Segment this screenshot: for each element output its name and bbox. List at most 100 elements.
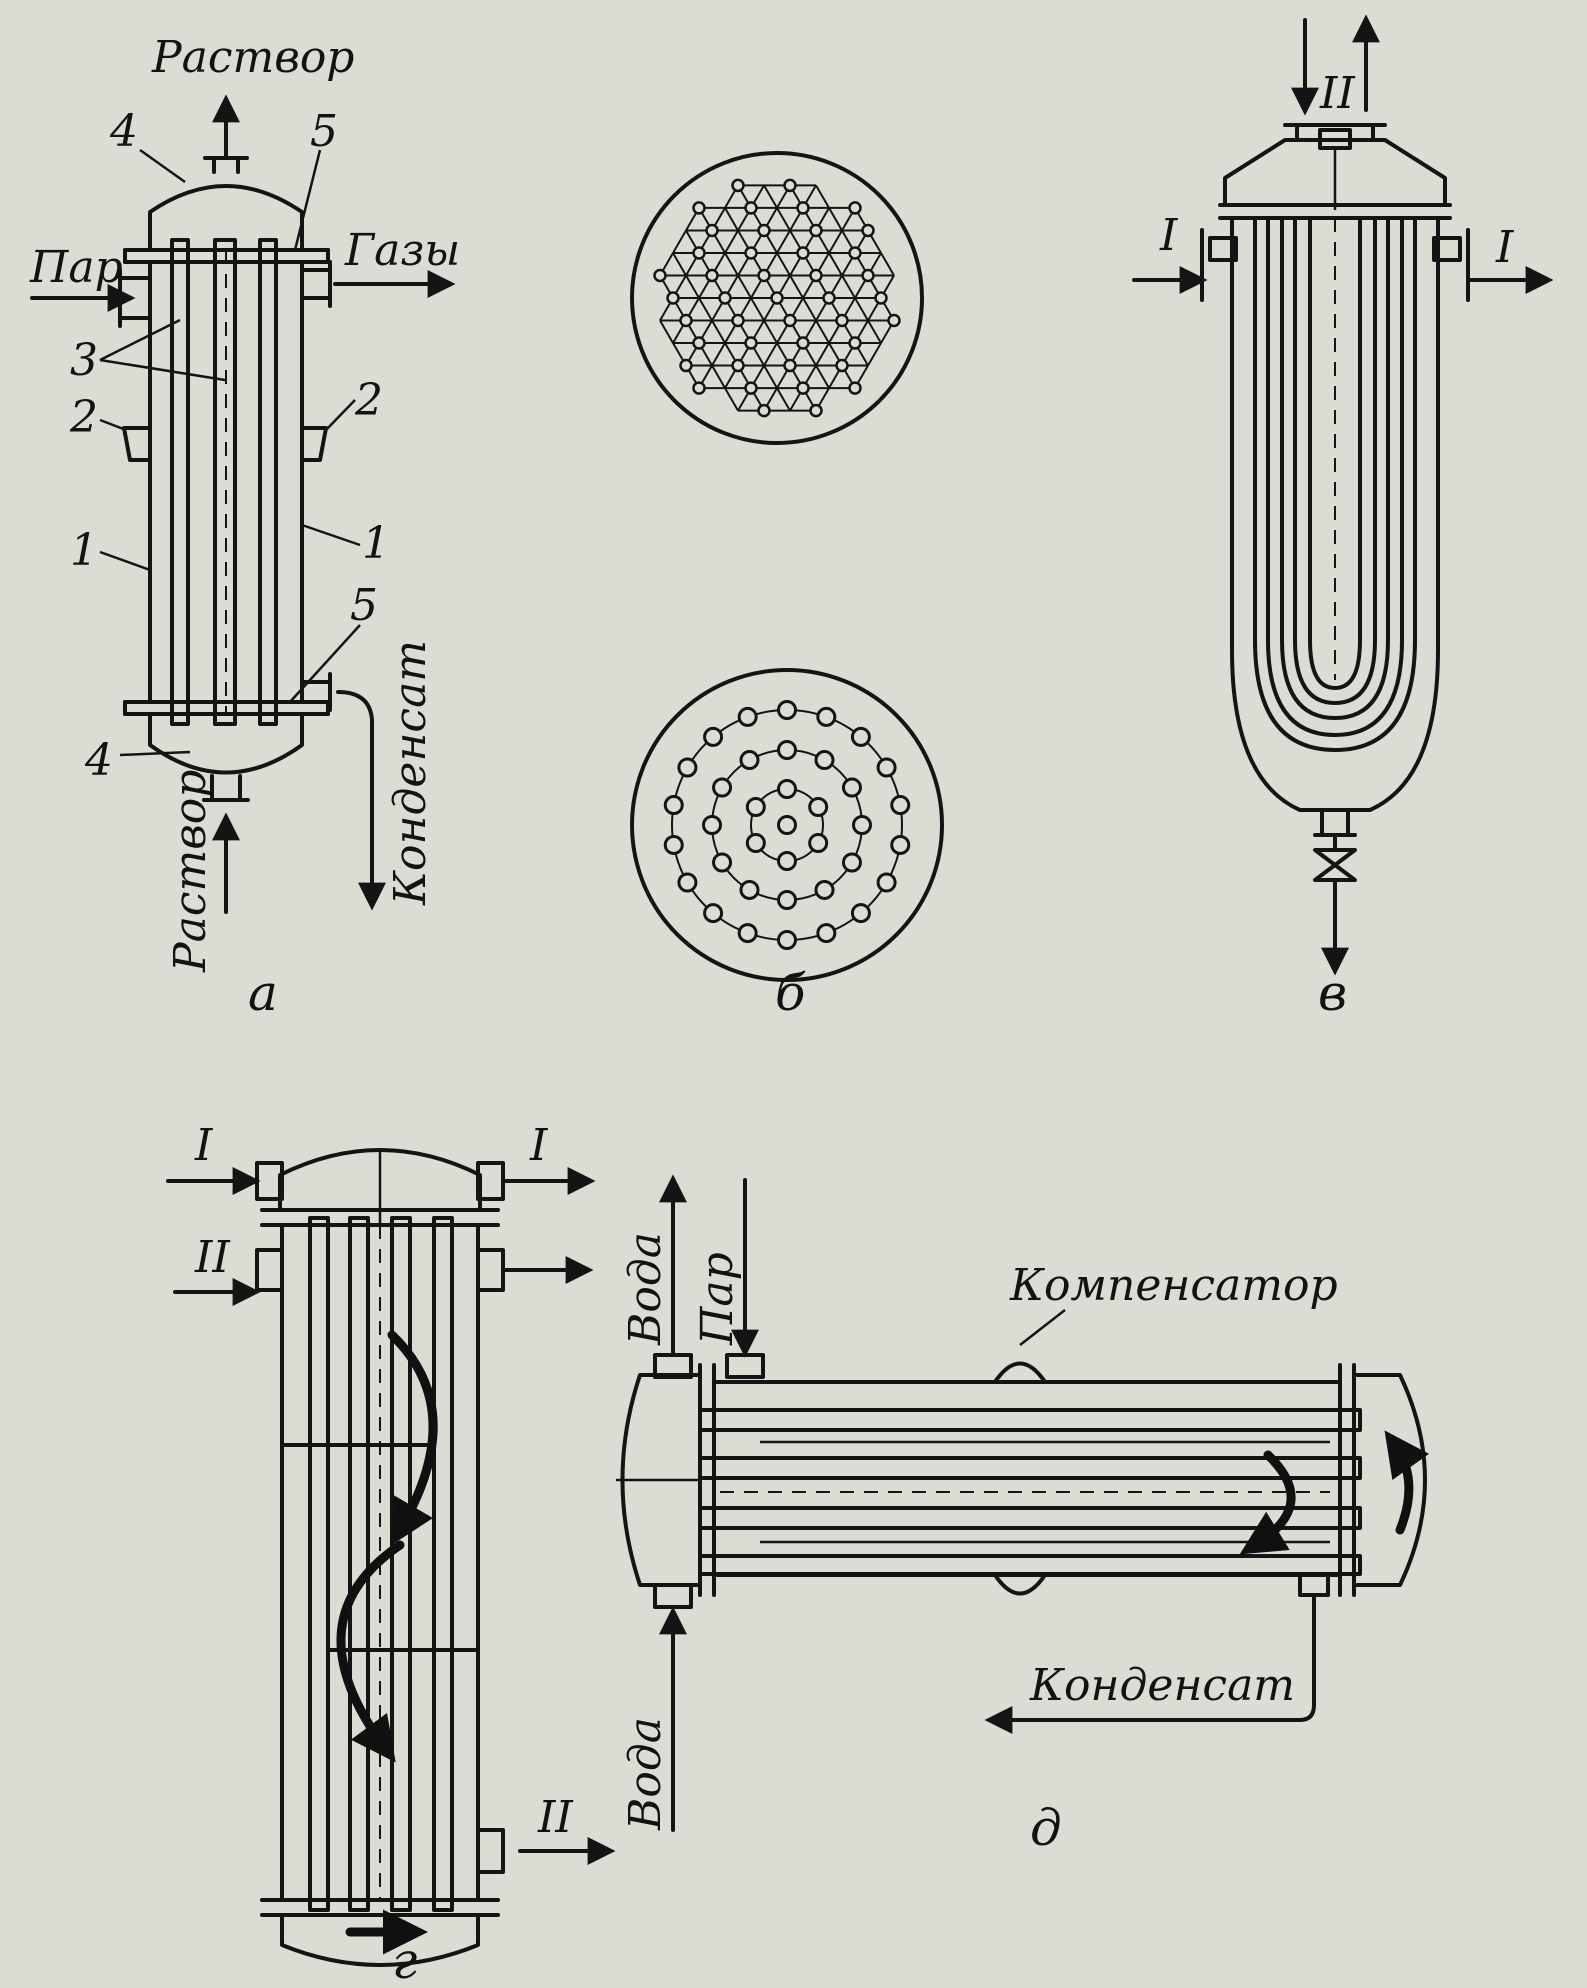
- tube-hole: [814, 750, 835, 771]
- tube-hole: [876, 872, 897, 893]
- tube-link: [763, 365, 778, 389]
- tube-hole: [731, 313, 745, 328]
- tube-hole: [809, 223, 823, 238]
- g-flow-arrow-2: [336, 1540, 405, 1763]
- tube-bundle: [170, 238, 278, 726]
- tube-hole: [705, 223, 719, 238]
- tube-link: [867, 320, 882, 344]
- v-top-cover: [1223, 138, 1447, 207]
- tube-link: [763, 184, 778, 209]
- tube-hole: [777, 700, 797, 720]
- caption-g: г: [392, 1932, 417, 1988]
- concentric-tube-rings: [663, 700, 911, 950]
- tube-hole: [712, 852, 733, 873]
- tube-link: [841, 274, 856, 299]
- number-4-top: 4: [109, 106, 138, 157]
- tube-link: [828, 229, 843, 254]
- tube-link: [659, 320, 674, 344]
- tube-hole: [848, 336, 862, 350]
- support-lug-left: [122, 426, 152, 462]
- number-5-bottom: 5: [350, 580, 378, 631]
- tube-link: [776, 252, 791, 276]
- d-tube-bundle: [698, 1408, 1362, 1576]
- label-voda-bottom: Вода: [620, 1717, 671, 1831]
- tube-link: [750, 297, 765, 322]
- tube-hole: [890, 795, 911, 816]
- tube-hole: [663, 795, 684, 816]
- tube-hole: [653, 268, 667, 283]
- tube-hole: [666, 291, 680, 305]
- v-shell: [1230, 216, 1440, 812]
- tube-link: [724, 387, 739, 412]
- tube-link: [867, 342, 882, 367]
- tube-hole: [737, 706, 758, 727]
- tube-hole: [712, 777, 733, 798]
- tube-hole: [822, 291, 836, 305]
- d-flow-arrow-1: [1239, 1450, 1296, 1555]
- compensator-top: [993, 1361, 1047, 1384]
- tube-hole: [731, 358, 745, 373]
- tube-hole: [777, 890, 797, 910]
- tube-hole: [835, 313, 849, 328]
- tube-link: [724, 252, 739, 276]
- tube-hole: [808, 797, 829, 817]
- tube-link: [724, 229, 739, 254]
- tube-hole: [744, 336, 758, 350]
- tube-link: [854, 297, 869, 322]
- g-label-I-left: I: [194, 1120, 214, 1171]
- tube-hole: [744, 381, 758, 395]
- panel-b-tube-layouts: б: [630, 151, 944, 1022]
- number-1-left: 1: [70, 525, 98, 576]
- g-label-I-right: I: [529, 1120, 549, 1171]
- top-cover: [148, 184, 304, 252]
- tube-link: [802, 297, 817, 322]
- d-right-cap: [1352, 1373, 1427, 1587]
- triangular-tube-grid: [653, 178, 901, 418]
- panel-d-horizontal-exchanger: Компенсатор Вода Пар Конденсат Вода д: [616, 1174, 1429, 1857]
- tube-hole: [809, 403, 823, 418]
- tube-hole: [816, 706, 837, 727]
- caption-a: а: [248, 964, 278, 1022]
- label-kompensator: Компенсатор: [1009, 1260, 1338, 1311]
- caption-b: б: [775, 964, 806, 1022]
- label-gazy: Газы: [344, 225, 460, 276]
- tube-hole: [737, 923, 758, 944]
- tube-hole: [796, 201, 810, 215]
- d-flow-arrow-2: [1384, 1430, 1429, 1535]
- tube-link: [776, 207, 791, 231]
- tube-hole: [850, 726, 871, 747]
- number-2-left: 2: [69, 392, 98, 443]
- tube-hole: [692, 336, 706, 350]
- tube-link: [828, 207, 843, 231]
- tube-hole: [777, 815, 797, 835]
- panel-a-vertical-exchanger: Раствор Пар Газы 4 5 3 2 2 1 1 5 4 Конде…: [29, 32, 460, 1022]
- g-bottom-cover: [280, 1913, 480, 1967]
- tube-hole: [677, 872, 698, 893]
- tube-hole: [777, 740, 797, 760]
- tube-hole: [770, 291, 784, 305]
- tube-hole: [705, 268, 719, 283]
- tube-hole: [777, 779, 797, 799]
- tube-hole: [835, 358, 849, 373]
- tube-hole: [777, 930, 797, 950]
- number-1-right: 1: [362, 518, 390, 569]
- tube-hole: [731, 178, 745, 193]
- tube-hole: [841, 852, 862, 873]
- tube-hole: [890, 834, 911, 855]
- tube-link: [711, 320, 726, 344]
- tube-link: [776, 387, 791, 412]
- tube-hole: [783, 313, 797, 328]
- tube-link: [815, 184, 830, 209]
- drain-valve-icon: [1313, 848, 1357, 882]
- tube-hole: [850, 903, 871, 924]
- tube-link: [711, 342, 726, 367]
- g-label-II-right: II: [537, 1792, 574, 1843]
- tube-link: [815, 342, 830, 367]
- tube-hole: [876, 757, 897, 778]
- tube-hole: [861, 268, 875, 283]
- tube-link: [737, 274, 752, 299]
- number-3: 3: [70, 335, 98, 386]
- tube-hole: [692, 381, 706, 395]
- tube-link: [815, 320, 830, 344]
